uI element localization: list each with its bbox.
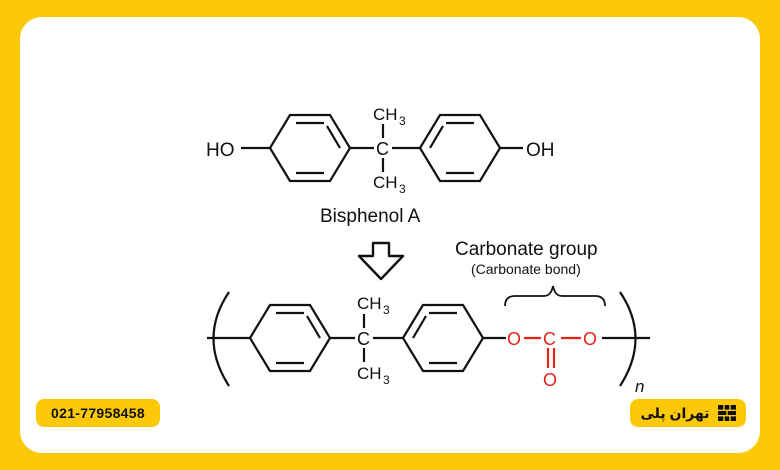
carbonate-oxygen-right: O	[583, 329, 597, 349]
carbonate-carbon: C	[543, 329, 556, 349]
upper-methyl-subscript: 3	[399, 114, 406, 128]
left-benzene-ring	[268, 113, 352, 183]
right-benzene-ring	[418, 113, 502, 183]
phone-badge[interactable]: 021-77958458	[36, 399, 160, 427]
carbonate-group-subtitle: (Carbonate bond)	[471, 261, 581, 277]
phone-number: 021-77958458	[51, 405, 145, 421]
upper-methyl: CH	[373, 105, 398, 124]
carbonate-group-title: Carbonate group	[455, 239, 598, 260]
polycarbonate-repeat-unit	[207, 291, 650, 387]
polymer-upper-methyl: CH	[357, 294, 382, 313]
content-card	[20, 17, 760, 453]
polymer-upper-methyl-subscript: 3	[383, 303, 390, 317]
lower-methyl-subscript: 3	[399, 182, 406, 196]
bisphenol-a-label: Bisphenol A	[320, 206, 421, 227]
polymer-central-carbon: C	[357, 329, 370, 349]
hydroxyl-right: OH	[526, 140, 555, 161]
carbonate-oxygen-left: O	[507, 329, 521, 349]
reaction-arrow-icon	[357, 241, 405, 281]
brick-wall-icon	[717, 405, 736, 421]
bisphenol-a-structure	[241, 113, 523, 183]
repeat-count-n: n	[635, 377, 644, 396]
polymer-lower-methyl-subscript: 3	[383, 373, 390, 387]
central-carbon: C	[376, 139, 389, 159]
carbonate-bonds	[524, 336, 581, 368]
brand-badge[interactable]: تهران پلی	[630, 399, 746, 427]
polymer-left-ring	[248, 303, 332, 373]
carbonate-brace	[504, 285, 606, 307]
brand-name: تهران پلی	[640, 404, 710, 421]
polymer-right-ring	[401, 303, 485, 373]
hydroxyl-left: HO	[206, 140, 235, 161]
polymer-lower-methyl: CH	[357, 364, 382, 383]
lower-methyl: CH	[373, 173, 398, 192]
carbonyl-oxygen: O	[543, 370, 557, 390]
